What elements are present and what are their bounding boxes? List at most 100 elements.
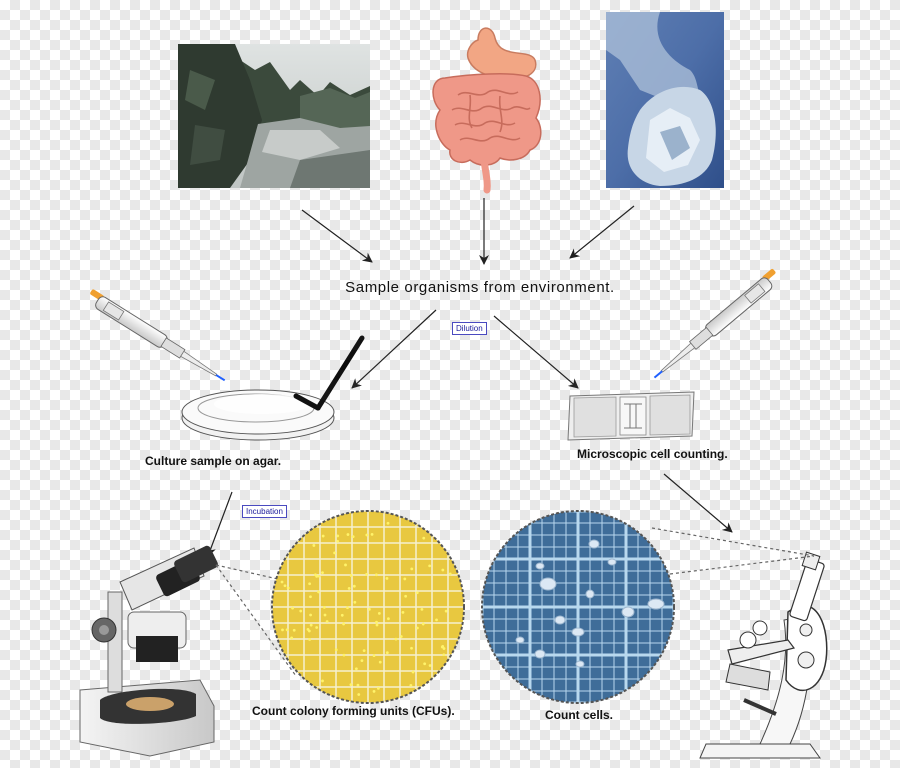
colony-dot	[323, 613, 327, 617]
colony-dot	[385, 576, 389, 580]
colony-dot	[308, 582, 312, 586]
colony-dot	[352, 584, 356, 588]
colony-dot	[357, 693, 361, 696]
colony-dot	[334, 648, 338, 652]
light-microscope	[699, 551, 828, 759]
colony-dot	[410, 567, 414, 571]
arrow-to-culture	[351, 309, 437, 389]
hemocytometer-slide	[567, 391, 695, 441]
colony-dot	[314, 573, 317, 577]
colony-dot	[441, 568, 445, 572]
colony-dot	[312, 544, 316, 547]
colony-dot	[347, 587, 351, 590]
colonies	[280, 521, 452, 696]
colony-dot	[309, 613, 312, 617]
colony-dot	[344, 563, 347, 567]
colony-dot	[346, 533, 350, 536]
colony-dot	[375, 623, 379, 627]
pipette-left	[90, 289, 226, 382]
colony-dot	[336, 539, 339, 543]
colony-dot	[435, 618, 438, 622]
colony-dot	[322, 605, 326, 609]
colony-dot	[375, 620, 378, 624]
colony-dot	[442, 647, 446, 650]
colony-dot	[385, 651, 389, 655]
colony-dot	[354, 667, 358, 671]
colony-dot	[317, 574, 321, 578]
colony-dot	[281, 628, 284, 632]
colony-dot	[340, 613, 344, 617]
colony-dot	[309, 623, 313, 627]
colony-dot	[404, 594, 408, 598]
arrow-to-stereo-microscope	[206, 491, 233, 557]
river-photo	[178, 44, 370, 188]
colony-dot	[386, 521, 390, 525]
colony-dot	[387, 617, 390, 621]
colony-dot	[291, 606, 294, 610]
colony-dot	[349, 574, 353, 577]
colony-dot	[401, 611, 405, 614]
colony-dot	[299, 609, 303, 613]
colony-dot	[317, 590, 320, 594]
colony-dot	[308, 638, 312, 641]
colony-dot	[428, 564, 432, 568]
colony-dot	[286, 586, 290, 590]
colony-dot	[315, 626, 319, 629]
colony-dot	[309, 595, 312, 599]
colony-dot	[367, 607, 371, 611]
colony-dot	[411, 670, 415, 674]
arrow-ocean-to-sample	[569, 205, 635, 259]
colony-dot	[420, 607, 424, 611]
colony-dot	[421, 622, 425, 626]
cells	[515, 539, 665, 668]
colony-dot	[378, 660, 382, 664]
colony-dot	[415, 591, 419, 595]
colony-dot	[321, 571, 324, 575]
colony-dot	[321, 679, 324, 683]
colony-dot	[336, 534, 340, 538]
colony-dot	[360, 659, 364, 663]
colony-dot	[448, 572, 452, 576]
colony-dot	[365, 533, 369, 537]
agar-zoom	[215, 510, 465, 704]
ocean-photo	[606, 12, 724, 188]
arrow-to-microscopic	[493, 315, 579, 389]
petri-dish	[181, 389, 335, 441]
label-culture-on-agar: Culture sample on agar.	[145, 454, 282, 468]
colony-dot	[399, 635, 403, 638]
colony-dot	[370, 532, 374, 536]
colony-dot	[410, 646, 413, 650]
colony-dot	[283, 584, 287, 588]
colony-dot	[377, 612, 381, 615]
tag-incubation: Incubation	[242, 505, 287, 518]
spreader-stick	[293, 335, 365, 411]
colony-dot	[307, 629, 311, 633]
colony-dot	[428, 664, 432, 667]
colony-dot	[372, 690, 376, 693]
colony-dot	[351, 535, 355, 538]
colony-dot	[415, 626, 419, 630]
colony-dot	[342, 653, 346, 657]
colony-dot	[292, 628, 296, 632]
label-count-cfus: Count colony forming units (CFUs).	[252, 704, 455, 718]
arrow-to-light-microscope	[663, 473, 733, 533]
colony-dot	[349, 683, 353, 687]
tag-dilution: Dilution	[452, 322, 487, 335]
arrow-river-to-sample	[301, 209, 373, 263]
colony-dot	[280, 580, 284, 584]
colony-dot	[285, 628, 289, 632]
colony-dot	[423, 662, 427, 666]
colony-dot	[372, 654, 376, 657]
pipette-right	[653, 269, 776, 379]
colony-dot	[422, 536, 426, 540]
colony-dot	[365, 572, 368, 576]
label-microscopic-counting: Microscopic cell counting.	[577, 447, 728, 461]
colony-dot	[376, 686, 380, 690]
colony-dot	[290, 636, 294, 640]
colony-dot	[321, 534, 325, 538]
colony-dot	[356, 683, 360, 687]
colony-dot	[374, 573, 378, 577]
flow-arrows	[206, 198, 733, 557]
label-count-cells: Count cells.	[545, 708, 614, 722]
colony-dot	[403, 577, 407, 581]
